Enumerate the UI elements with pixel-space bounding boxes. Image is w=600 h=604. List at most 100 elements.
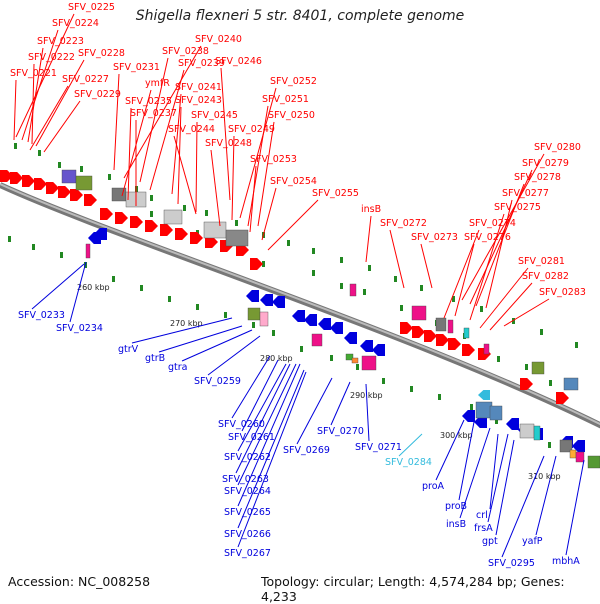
tick-mark (512, 318, 515, 324)
tick-mark (300, 346, 303, 352)
outer-gene-label: SFV_0272 (380, 218, 427, 229)
tick-mark (150, 211, 153, 217)
outer-gene-label: SFV_0274 (469, 218, 516, 229)
outer-leader-line (220, 67, 231, 201)
outer-leader-line (503, 298, 550, 327)
tick-mark (438, 394, 441, 400)
tick-mark (340, 283, 343, 289)
outer-gene-label: SFV_0255 (312, 188, 359, 199)
tick-mark (400, 305, 403, 311)
tick-mark (340, 257, 343, 263)
outer-gene-arrow (70, 189, 83, 201)
outer-gene-label: SFV_0279 (522, 158, 569, 169)
inner-gene-arrow (330, 322, 343, 334)
feature-block (351, 357, 359, 364)
inner-leader-line (237, 363, 287, 452)
outer-leader-line (127, 107, 132, 201)
inner-gene-label: SFV_0264 (224, 486, 271, 497)
outer-gene-arrow (10, 172, 23, 184)
outer-gene-arrow (175, 228, 188, 240)
outer-leader-line (149, 69, 185, 191)
inner-gene-arrow (292, 310, 305, 322)
feature-block (519, 423, 535, 439)
tick-mark (140, 285, 143, 291)
inner-leader-line (495, 439, 515, 536)
outer-gene-arrow (556, 392, 569, 404)
feature-block (463, 327, 470, 339)
inner-gene-arrow (506, 418, 519, 430)
tick-mark (150, 195, 153, 201)
feature-block (483, 343, 490, 355)
outer-gene-label: SFV_0221 (10, 68, 57, 79)
outer-gene-label: SFV_0252 (270, 76, 317, 87)
inner-leader-line (235, 363, 291, 474)
inner-gene-arrow (462, 410, 475, 422)
outer-gene-label: SFV_0239 (178, 58, 225, 69)
accession-text: Accession: NC_008258 (8, 574, 151, 589)
feature-block (435, 317, 447, 332)
outer-leader-line (113, 73, 120, 171)
outer-gene-label: SFV_0273 (411, 232, 458, 243)
inner-leader-line (535, 455, 557, 536)
outer-gene-arrow (145, 220, 158, 232)
inner-gene-label: yafP (522, 536, 543, 547)
tick-mark (312, 270, 315, 276)
feature-block (61, 169, 77, 184)
outer-leader-line (29, 85, 69, 151)
outer-gene-arrow (46, 182, 59, 194)
outer-leader-line (475, 183, 525, 307)
outer-leader-line (249, 165, 257, 233)
outer-gene-label: SFV_0237 (130, 108, 177, 119)
inner-leader-line (131, 317, 233, 344)
inner-leader-line (565, 459, 585, 556)
inner-gene-label: SFV_0271 (355, 442, 402, 453)
outer-leader-line (389, 229, 405, 289)
outer-gene-label: SFV_0250 (268, 110, 315, 121)
tick-mark (312, 248, 315, 254)
outer-gene-arrow (424, 330, 437, 342)
inner-leader-line (181, 329, 253, 362)
inner-leader-line (459, 427, 491, 519)
outer-gene-arrow (205, 236, 218, 248)
inner-leader-line (241, 359, 279, 432)
inner-gene-label: SFV_0265 (224, 507, 271, 518)
tick-mark (205, 210, 208, 216)
outer-leader-line (239, 87, 277, 219)
inner-gene-arrow (94, 228, 107, 240)
tick-mark (252, 322, 255, 328)
inner-gene-label: SFV_0259 (194, 376, 241, 387)
outer-gene-label: SFV_0224 (52, 18, 99, 29)
inner-gene-arrow (246, 290, 259, 302)
outer-leader-line (43, 100, 81, 153)
tick-mark (287, 240, 290, 246)
outer-leader-line (443, 229, 480, 319)
scale-label: 310 kbp (528, 472, 561, 481)
inner-gene-arrow (360, 340, 373, 352)
outer-gene-arrow (448, 338, 461, 350)
inner-leader-line (398, 433, 423, 457)
inner-gene-label: SFV_0261 (228, 432, 275, 443)
outer-gene-label: SFV_0228 (78, 48, 125, 59)
outer-gene-label: SFV_0222 (28, 52, 75, 63)
outer-leader-line (267, 199, 319, 251)
outer-gene-label: SFV_0225 (68, 2, 115, 13)
inner-leader-line (435, 419, 465, 481)
outer-gene-arrow (130, 216, 143, 228)
outer-leader-line (139, 57, 169, 183)
feature-block (563, 377, 579, 391)
tick-mark (356, 364, 359, 370)
tick-mark (575, 342, 578, 348)
inner-gene-arrow (318, 318, 331, 330)
outer-gene-arrow (58, 186, 71, 198)
tick-mark (108, 174, 111, 180)
tick-mark (196, 304, 199, 310)
inner-gene-label: SFV_0234 (56, 323, 103, 334)
inner-gene-label: SFV_0295 (488, 558, 535, 569)
feature-block (163, 209, 183, 225)
feature-block (85, 243, 91, 259)
tick-mark (470, 404, 473, 410)
outer-gene-arrow (100, 208, 113, 220)
outer-leader-line (469, 213, 505, 321)
outer-gene-label: SFV_0249 (228, 124, 275, 135)
feature-block (259, 311, 269, 327)
